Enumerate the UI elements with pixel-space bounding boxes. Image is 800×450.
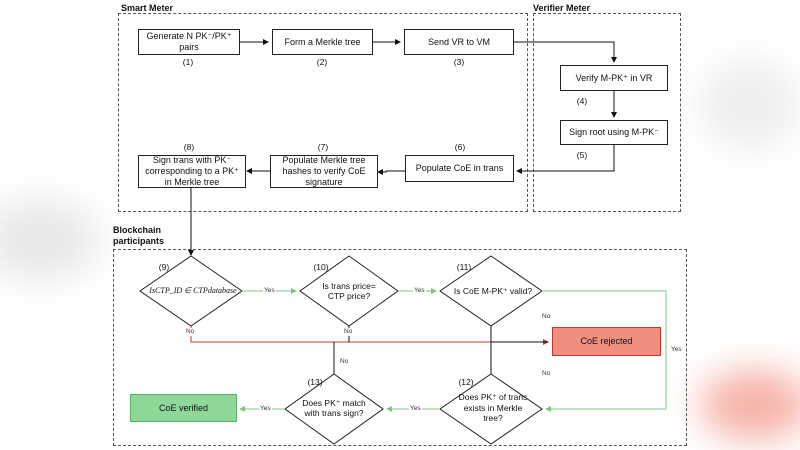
edge-label-yes-11-12: Yes [670, 346, 683, 354]
decision-number-10: (10) [313, 262, 329, 272]
decision-number-11: (11) [456, 262, 472, 272]
step-populate-coe: Populate CoE in trans [405, 155, 514, 182]
step-number-1: (1) [182, 57, 194, 67]
verifier-meter-title: Verifier Meter [533, 3, 591, 13]
step-verify-mpk: Verify M-PK⁺ in VR [560, 65, 668, 91]
step-number-2: (2) [316, 57, 328, 67]
edge-label-no-13: No [339, 358, 350, 366]
decision-13-label: Does PK⁺ match with trans sign? [302, 397, 366, 419]
edge-label-no-12: No [541, 370, 552, 378]
decision-number-12: (12) [458, 377, 474, 387]
decision-number-9: (9) [158, 262, 170, 272]
decision-12-label: Does PK⁺ of trans exists in Merkle tree? [458, 392, 528, 424]
step-sign-root: Sign root using M-PK⁻ [560, 120, 668, 145]
edge-label-no-11: No [541, 313, 552, 321]
step-form-merkle: Form a Merkle tree [272, 29, 373, 55]
step-send-vr: Send VR to VM [404, 29, 514, 55]
step-number-8: (8) [183, 142, 195, 152]
step-generate-keys: Generate N PK⁻/PK⁺ pairs [138, 29, 240, 55]
coe-verified-box: CoE verified [130, 394, 237, 422]
edge-label-no-10: No [343, 328, 354, 336]
step-number-5: (5) [576, 150, 588, 160]
decision-9-label: IsCTP_ID ∈ CTPdatabase [149, 285, 237, 295]
edge-label-yes-12-13: Yes [409, 405, 422, 413]
edge-label-no-9: No [185, 328, 196, 336]
smart-meter-title: Smart Meter [121, 3, 174, 13]
step-number-6: (6) [454, 142, 466, 152]
step-number-4: (4) [576, 96, 588, 106]
step-sign-trans: Sign trans with PK⁻ corresponding to a P… [138, 155, 246, 188]
decision-number-13: (13) [307, 377, 323, 387]
verifier-meter-region [533, 13, 681, 212]
edge-label-yes-13-verified: Yes [259, 405, 272, 413]
coe-rejected-box: CoE rejected [552, 327, 661, 356]
decision-11-label: Is CoE M-PK⁺ valid? [453, 285, 533, 296]
decision-10-label: Is trans price= CTP price? [322, 280, 376, 302]
decision-12-shape [439, 373, 543, 445]
smart-meter-region [118, 13, 528, 212]
decision-13-shape [284, 373, 384, 445]
step-populate-merkle-hashes: Populate Merkle tree hashes to verify Co… [270, 155, 378, 188]
blockchain-title: Blockchain participants [113, 225, 165, 246]
edge-label-yes-9-10: Yes [263, 287, 276, 295]
blockchain-region [113, 249, 687, 446]
step-number-7: (7) [317, 142, 329, 152]
edge-label-yes-10-11: Yes [413, 287, 426, 295]
step-number-3: (3) [453, 57, 465, 67]
